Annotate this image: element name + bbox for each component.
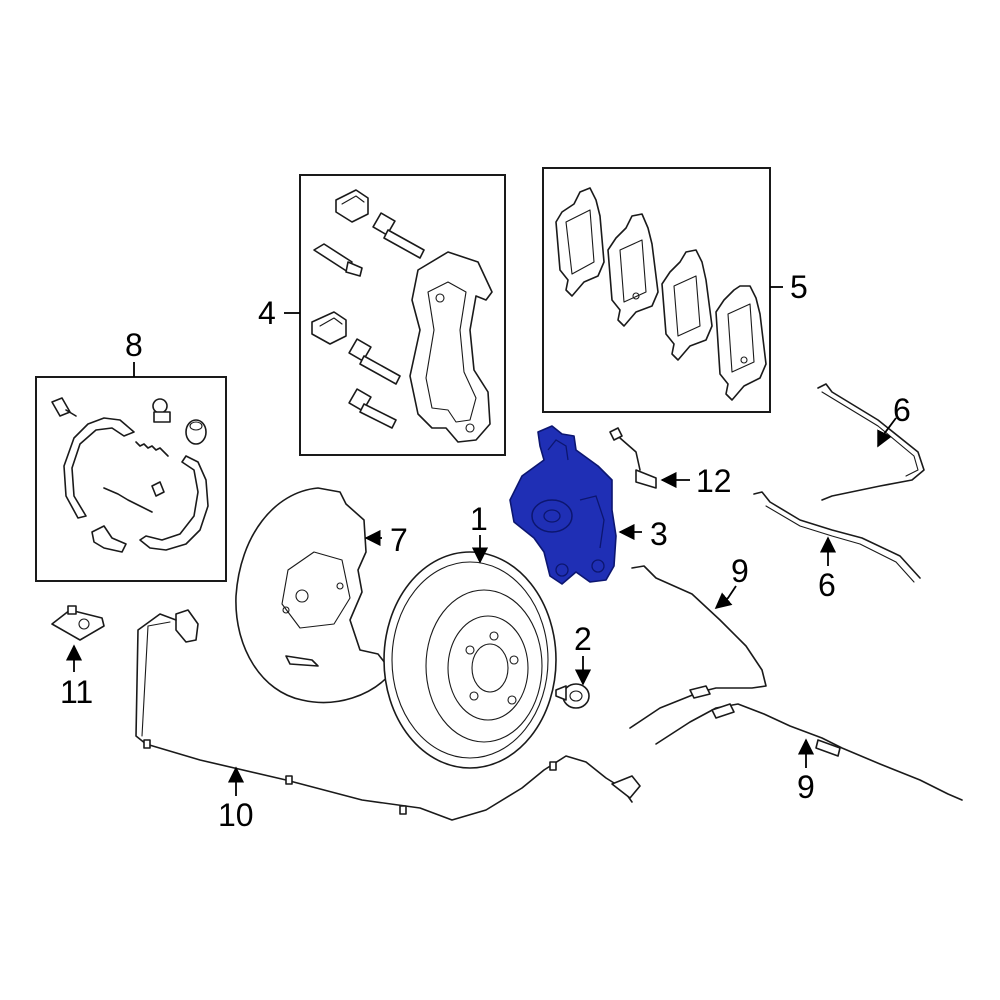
callout-7: 7 — [390, 522, 408, 558]
callout-9-lower: 9 — [797, 769, 815, 805]
wear-sensor[interactable] — [609, 427, 657, 489]
brake-rotor[interactable] — [383, 551, 557, 769]
lever-icon — [91, 525, 127, 553]
sensor-wire-lower[interactable] — [753, 491, 921, 583]
spring-icon — [135, 441, 169, 457]
callout-1: 1 — [470, 501, 488, 537]
pad-set-group[interactable] — [542, 167, 771, 413]
shoe-right-icon — [139, 455, 209, 551]
leader-6a — [877, 417, 897, 448]
grease-tube-icon — [313, 243, 363, 277]
callout-2: 2 — [574, 621, 592, 657]
parking-shoe-kit-box — [35, 376, 227, 582]
parking-shoe-kit-group[interactable] — [35, 376, 227, 582]
guide-bolt-icon — [372, 212, 425, 259]
spring-pin-icon — [51, 397, 77, 417]
bracket-clip[interactable] — [51, 605, 105, 641]
callout-8: 8 — [125, 327, 143, 363]
callout-numbers: 1 2 3 4 5 6 6 7 8 9 9 10 11 12 — [60, 269, 911, 833]
callout-6-upper: 6 — [893, 392, 911, 428]
rotor-bolt[interactable] — [555, 683, 590, 709]
callout-5: 5 — [790, 269, 808, 305]
bracket-bolt-icon — [348, 388, 397, 429]
shoe-left-icon — [63, 417, 135, 519]
callout-12: 12 — [696, 463, 732, 499]
callout-11: 11 — [60, 674, 93, 710]
dust-shield[interactable] — [235, 487, 393, 704]
callout-4: 4 — [258, 295, 276, 331]
leader-9a — [714, 585, 737, 610]
callout-10: 10 — [218, 797, 254, 833]
callout-3: 3 — [650, 516, 668, 552]
dust-boot-icon — [311, 311, 347, 345]
parking-cable-upper[interactable] — [629, 565, 767, 729]
caliper-kit-box — [299, 174, 506, 456]
speed-sensor-harness[interactable] — [135, 609, 641, 821]
brake-pad-2-icon — [607, 213, 659, 327]
parking-cable-lower[interactable] — [655, 703, 963, 801]
adjuster-nut-icon — [152, 398, 171, 423]
callout-6-lower: 6 — [818, 567, 836, 603]
brake-pad-1-icon — [555, 187, 605, 297]
adjuster-screw-icon — [103, 481, 165, 513]
brake-pad-4-icon — [715, 285, 767, 401]
bushing-icon — [185, 419, 207, 445]
leader-lines — [65, 286, 897, 796]
sensor-wire-upper[interactable] — [817, 383, 925, 501]
callout-9-upper: 9 — [731, 553, 749, 589]
slide-bolt-icon — [348, 338, 401, 385]
caliper-bracket-icon — [409, 251, 493, 443]
caliper-kit-group[interactable] — [299, 174, 506, 456]
guide-boot-icon — [335, 189, 369, 223]
brake-caliper-highlighted[interactable] — [509, 425, 617, 585]
pad-set-box — [542, 167, 771, 413]
brake-pad-3-icon — [661, 249, 713, 361]
